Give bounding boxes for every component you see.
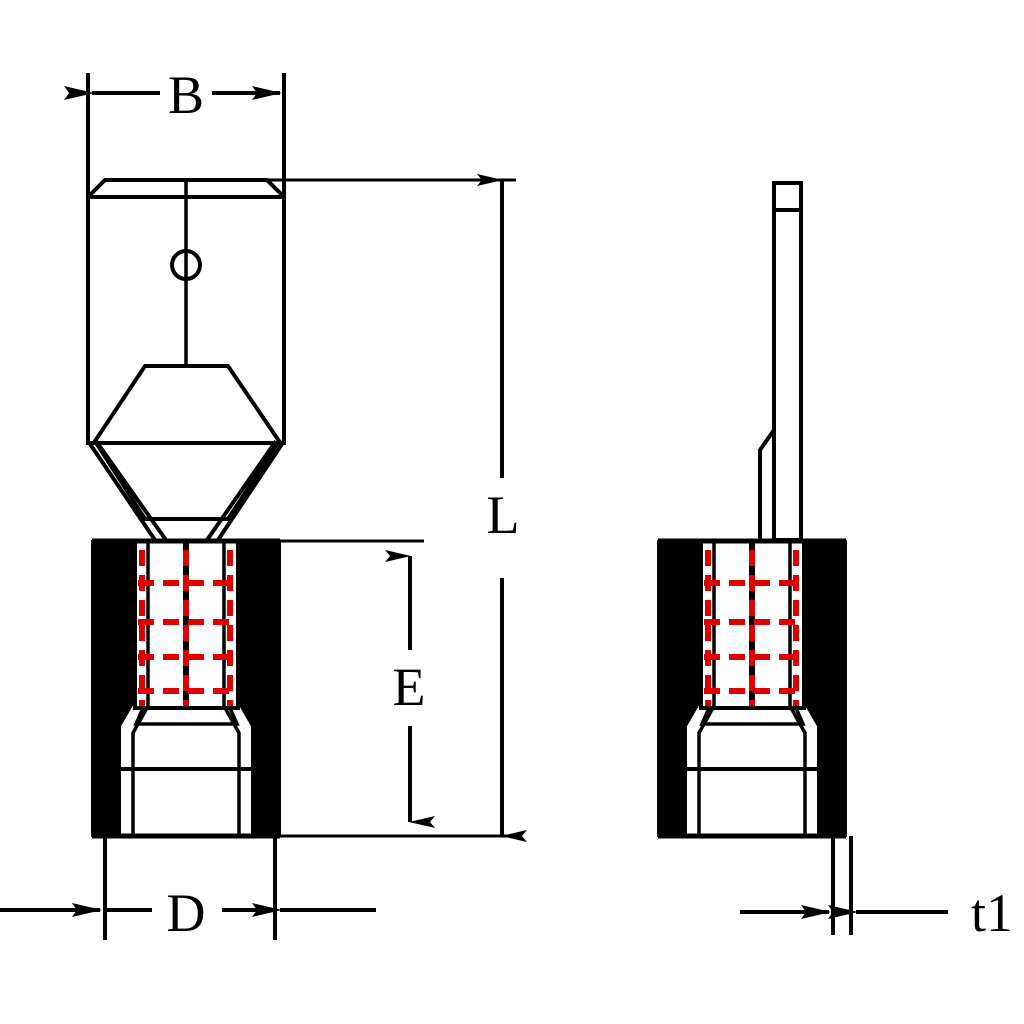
locating-hole-icon bbox=[170, 249, 202, 281]
blade-edge-profile bbox=[758, 181, 803, 542]
sleeve-wall-left-side bbox=[657, 540, 702, 837]
dim-E-label: E bbox=[393, 657, 426, 717]
side-view: t1 bbox=[657, 181, 1013, 943]
dimension-B: B bbox=[64, 65, 286, 200]
hexagonal-transition-outline bbox=[92, 364, 282, 521]
dim-L-label: L bbox=[487, 485, 520, 545]
front-view: B L E D bbox=[0, 65, 527, 943]
crimp-barrel-bottom-flare bbox=[133, 706, 240, 726]
taper-left-outer bbox=[86, 439, 157, 542]
section-hatch-grid-front bbox=[138, 550, 234, 706]
dimension-L: L bbox=[280, 174, 527, 842]
sleeve-wall-left bbox=[91, 540, 136, 837]
dimension-D: D bbox=[0, 836, 376, 943]
blade-offset-step bbox=[758, 210, 776, 541]
blade-edge-upper bbox=[772, 181, 803, 542]
taper-right-outer bbox=[216, 439, 286, 542]
crimp-barrel-bottom-flare-side bbox=[699, 706, 806, 726]
taper-right-inner bbox=[205, 439, 278, 542]
sleeve-wall-right bbox=[236, 540, 281, 837]
dim-D-label: D bbox=[167, 883, 206, 943]
dim-B-label: B bbox=[168, 65, 204, 125]
taper-left-inner bbox=[94, 439, 168, 542]
dimension-t1: t1 bbox=[740, 836, 1013, 943]
barrel-taper-shoulders bbox=[86, 439, 286, 542]
sleeve-wall-right-side bbox=[802, 540, 847, 837]
section-hatch-grid-side bbox=[704, 550, 800, 706]
dim-t1-label: t1 bbox=[971, 883, 1013, 943]
dimension-E: E bbox=[237, 539, 435, 828]
